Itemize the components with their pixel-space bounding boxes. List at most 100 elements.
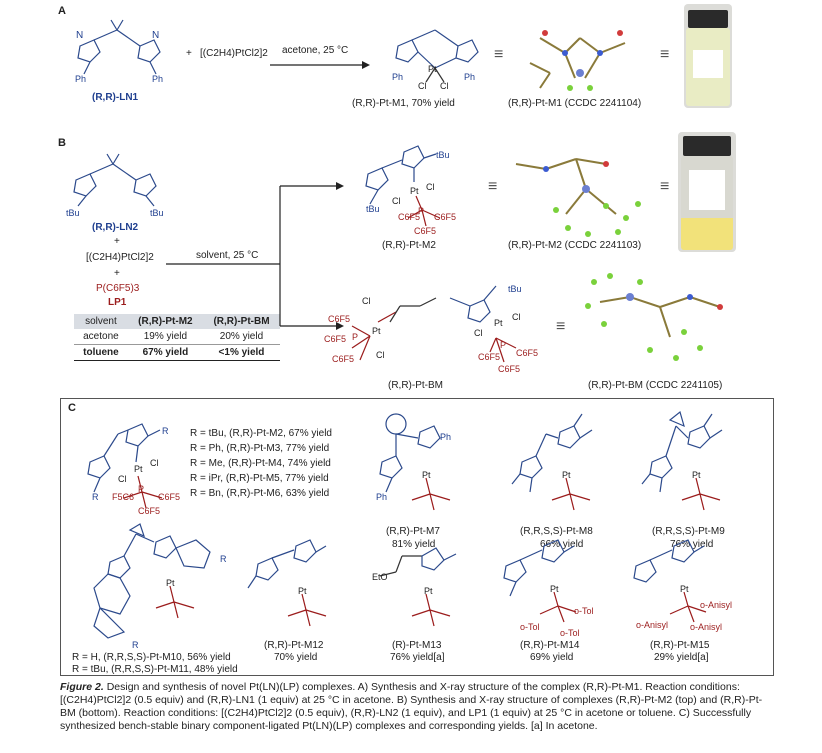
compound-name: (R)-Pt-M13	[392, 640, 442, 651]
panel-label-a: A	[58, 5, 66, 17]
pt-atom: Pt	[166, 578, 175, 588]
table-row: toluene 67% yield <1% yield	[74, 344, 280, 361]
compound-yield: 76% yield[a]	[390, 652, 445, 663]
list-item: R = Ph, (R,R)-Pt-M3, 77% yield	[190, 443, 330, 454]
c6f5-group: C6F5	[398, 212, 421, 222]
c6f5-group: C6F5	[516, 348, 539, 358]
xray-structure-m1	[529, 30, 626, 91]
compound-yield: 29% yield[a]	[654, 652, 709, 663]
ligand-r: R	[162, 426, 169, 436]
o-anisyl-group: o-Anisyl	[690, 622, 723, 632]
ligand-tbu: tBu	[436, 150, 450, 160]
structure-pt-m14	[503, 539, 577, 623]
pt-atom: Pt	[692, 470, 701, 480]
structure-pt-m12	[247, 539, 327, 627]
pt-reagent: [(C2H4)PtCl2]2	[200, 48, 268, 59]
cl-atom: Cl	[362, 296, 371, 306]
cl-atom: Cl	[440, 81, 449, 91]
ligand-n-atom: N	[152, 30, 160, 41]
list-item: R = iPr, (R,R)-Pt-M5, 77% yield	[190, 473, 329, 484]
table-cell: 19% yield	[143, 331, 188, 342]
ligand-n-atom: N	[76, 30, 84, 41]
compound-yield: 76% yield	[670, 539, 714, 550]
ligand-ph: Ph	[75, 74, 87, 84]
o-tol-group: o-Tol	[574, 606, 594, 616]
cl-atom: Cl	[426, 182, 435, 192]
xray-structure-m2	[515, 158, 641, 237]
equivalence-sign: ≡	[488, 178, 498, 195]
table-header-row: solvent (R,R)-Pt-M2 (R,R)-Pt-BM	[74, 314, 280, 329]
pt-atom: Pt	[550, 584, 559, 594]
table-cell: acetone	[83, 331, 119, 342]
ligand-ph: Ph	[152, 74, 164, 84]
pt-reagent: [(C2H4)PtCl2]2	[86, 252, 154, 263]
eto-group: EtO	[372, 572, 388, 582]
panel-c-frame	[60, 398, 774, 676]
equivalence-sign: ≡	[556, 318, 566, 335]
xray-label-bm: (R,R)-Pt-BM (CCDC 2241105)	[588, 380, 723, 391]
list-item: R = H, (R,R,S,S)-Pt-M10, 56% yield	[72, 652, 231, 663]
conditions-b: solvent, 25 °C	[196, 250, 259, 261]
pt-atom: Pt	[298, 586, 307, 596]
figure-caption: Figure 2. Design and synthesis of novel …	[60, 681, 772, 733]
ligand-ln2-label: (R,R)-LN2	[92, 222, 139, 233]
generic-structure-m2-m6	[87, 423, 163, 509]
product-pt-m1-label: (R,R)-Pt-M1, 70% yield	[352, 98, 455, 109]
f5c6-group: F5C6	[112, 492, 135, 502]
o-anisyl-group: o-Anisyl	[636, 620, 669, 630]
plus-sign: +	[186, 48, 192, 59]
cl-atom: Cl	[512, 312, 521, 322]
structure-pt-m13	[379, 547, 457, 627]
table-cell: 20% yield	[219, 331, 264, 342]
xray-structure-bm	[585, 273, 723, 361]
compound-yield: 66% yield	[540, 539, 584, 550]
o-anisyl-group: o-Anisyl	[700, 600, 733, 610]
xray-label-m2: (R,R)-Pt-M2 (CCDC 2241103)	[508, 240, 642, 251]
compound-name: (R,R,S,S)-Pt-M9	[652, 526, 725, 537]
branching-reaction-arrow	[166, 182, 344, 330]
ligand-tbu: tBu	[508, 284, 522, 294]
ligand-ln2-structure	[73, 153, 157, 207]
pt-atom: Pt	[680, 584, 689, 594]
compound-yield: 69% yield	[530, 652, 574, 663]
cl-atom: Cl	[118, 474, 127, 484]
table-cell: 67% yield	[142, 347, 189, 358]
table-cell: <1% yield	[218, 347, 265, 358]
compound-yield: 81% yield	[392, 539, 436, 550]
phosphine-label: LP1	[108, 297, 127, 308]
panel-label-c: C	[68, 402, 76, 414]
ligand-tbu: tBu	[366, 204, 380, 214]
ligand-ph: Ph	[464, 72, 476, 82]
o-tol-group: o-Tol	[520, 622, 540, 632]
o-tol-group: o-Tol	[560, 628, 580, 638]
compound-name: (R,R,S,S)-Pt-M8	[520, 526, 593, 537]
c6f5-group: C6F5	[434, 212, 457, 222]
compound-name: (R,R)-Pt-M7	[386, 526, 440, 537]
c6f5-group: C6F5	[332, 354, 355, 364]
structure-pt-m7	[379, 413, 451, 511]
table-header-cell: (R,R)-Pt-M2	[127, 314, 203, 329]
caption-text: Design and synthesis of novel Pt(LN)(LP)…	[60, 681, 763, 732]
table-cell: toluene	[83, 347, 119, 358]
reaction-arrow	[270, 61, 370, 69]
c6f5-group: C6F5	[414, 226, 437, 236]
c6f5-group: C6F5	[478, 352, 501, 362]
ligand-ln1-label: (R,R)-LN1	[92, 92, 139, 103]
ligand-r: R	[92, 492, 99, 502]
c6f5-group: C6F5	[328, 314, 351, 324]
list-item: R = Me, (R,R)-Pt-M4, 74% yield	[190, 458, 331, 469]
ligand-r: R	[132, 640, 139, 650]
table-row: acetone 19% yield 20% yield	[74, 329, 280, 345]
compound-yield: 70% yield	[274, 652, 318, 663]
c6f5-group: C6F5	[324, 334, 347, 344]
table-header-cell: solvent	[74, 314, 128, 329]
structure-pt-m15	[633, 539, 707, 623]
product-pt-m2-label: (R,R)-Pt-M2	[382, 240, 436, 251]
pt-atom: Pt	[424, 586, 433, 596]
structure-pt-m8	[511, 413, 593, 511]
plus-sign: +	[114, 236, 120, 247]
list-item: R = Bn, (R,R)-Pt-M6, 63% yield	[190, 488, 330, 499]
p-atom: P	[138, 484, 145, 494]
structure-pt-m9	[641, 410, 723, 511]
caption-lead: Figure 2.	[60, 681, 104, 693]
